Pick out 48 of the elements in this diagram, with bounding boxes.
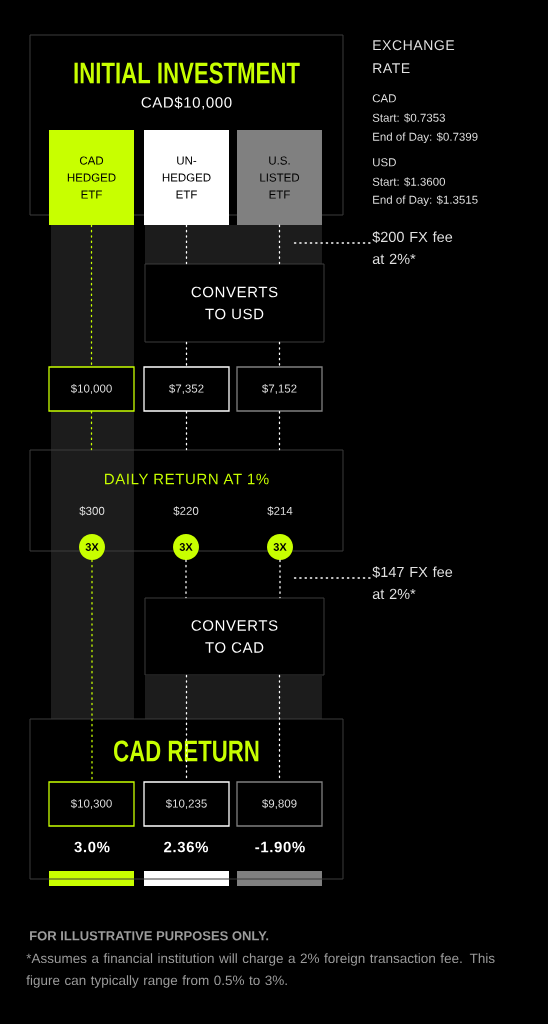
percentage: -1.90% bbox=[255, 841, 305, 853]
rate-text: Start: $1.3600 bbox=[372, 177, 446, 187]
heading: CAD RETURN bbox=[112, 739, 261, 763]
footnote: *Assumes a financial institution will charge a 2% foreign transaction fee. This figure can typically range from 0.5% to 3%. bbox=[26, 953, 495, 988]
multiplier-badge: 3X bbox=[79, 534, 105, 560]
rate-text: Start: $0.7353 bbox=[372, 113, 445, 123]
amount: $300 bbox=[79, 506, 105, 516]
connector-line bbox=[185, 224, 188, 265]
connector-line bbox=[90, 411, 93, 451]
multiplier-badge: 3X bbox=[173, 534, 199, 560]
amount: CAD$10,000 bbox=[141, 96, 232, 110]
multiplier-badge: 3X bbox=[267, 534, 293, 560]
connector-line bbox=[185, 559, 187, 599]
value-box: $9,809 bbox=[236, 781, 323, 827]
rate-text: USD bbox=[373, 158, 396, 167]
fee-note: $147 FX fee at 2%* bbox=[372, 566, 453, 600]
heading: DAILY RETURN AT 1% bbox=[105, 473, 269, 485]
section-heading: EXCHANGE RATE bbox=[373, 40, 455, 73]
conversion-box: CONVERTS TO USD bbox=[144, 263, 325, 343]
conversion-box: CONVERTS TO CAD bbox=[144, 597, 325, 676]
value-box: $10,000 bbox=[48, 366, 135, 412]
amount: $220 bbox=[173, 506, 199, 516]
connector-line bbox=[278, 341, 281, 367]
percentage: 2.36% bbox=[164, 841, 209, 853]
amount: $214 bbox=[267, 506, 293, 516]
connector-line bbox=[90, 224, 93, 367]
fund-box: U.S. LISTED ETF bbox=[237, 130, 322, 225]
value-box: $10,235 bbox=[143, 781, 230, 827]
value-box: $10,300 bbox=[48, 781, 135, 827]
fund-box: UN- HEDGED ETF bbox=[144, 130, 229, 225]
rate-text: End of Day: $0.7399 bbox=[373, 132, 478, 144]
connector-line bbox=[278, 411, 281, 451]
fund-box: CAD HEDGED ETF bbox=[49, 130, 134, 225]
value-box: $7,152 bbox=[236, 366, 323, 412]
heading: INITIAL INVESTMENT bbox=[74, 62, 300, 84]
value-box: $7,352 bbox=[143, 366, 230, 412]
connector-line bbox=[185, 411, 188, 451]
leader-line bbox=[291, 242, 371, 244]
leader-line bbox=[291, 577, 371, 579]
fee-note: $200 FX fee at 2%* bbox=[372, 231, 453, 265]
connector-line bbox=[185, 341, 188, 367]
connector-line bbox=[278, 224, 281, 265]
percentage: 3.0% bbox=[74, 841, 110, 853]
rate-text: End of Day: $1.3515 bbox=[373, 195, 478, 207]
connector-line bbox=[91, 559, 93, 782]
rate-text: CAD bbox=[372, 94, 396, 103]
disclaimer: FOR ILLUSTRATIVE PURPOSES ONLY. bbox=[30, 931, 269, 941]
connector-line bbox=[279, 559, 281, 599]
